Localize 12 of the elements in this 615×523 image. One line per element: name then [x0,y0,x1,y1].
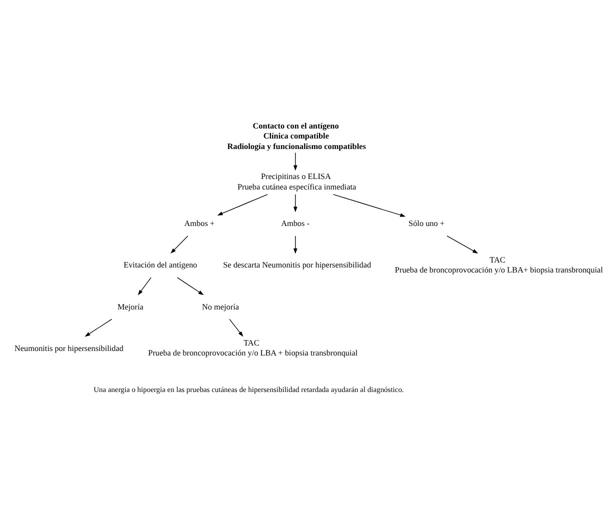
arrow [217,194,268,216]
arrow [138,277,152,296]
arrow [170,236,188,254]
arrow [294,236,298,254]
arrow [229,318,244,337]
arrow [294,152,298,171]
arrow [176,277,204,296]
label: Una anergia o hipoergia en las pruebas cutáneas de hipersensibilidad retardada ayudarán al diagnóstico. [94,384,404,394]
arrow [294,194,298,212]
arrow [84,318,112,337]
arrow [446,236,478,254]
arrow [332,194,406,217]
